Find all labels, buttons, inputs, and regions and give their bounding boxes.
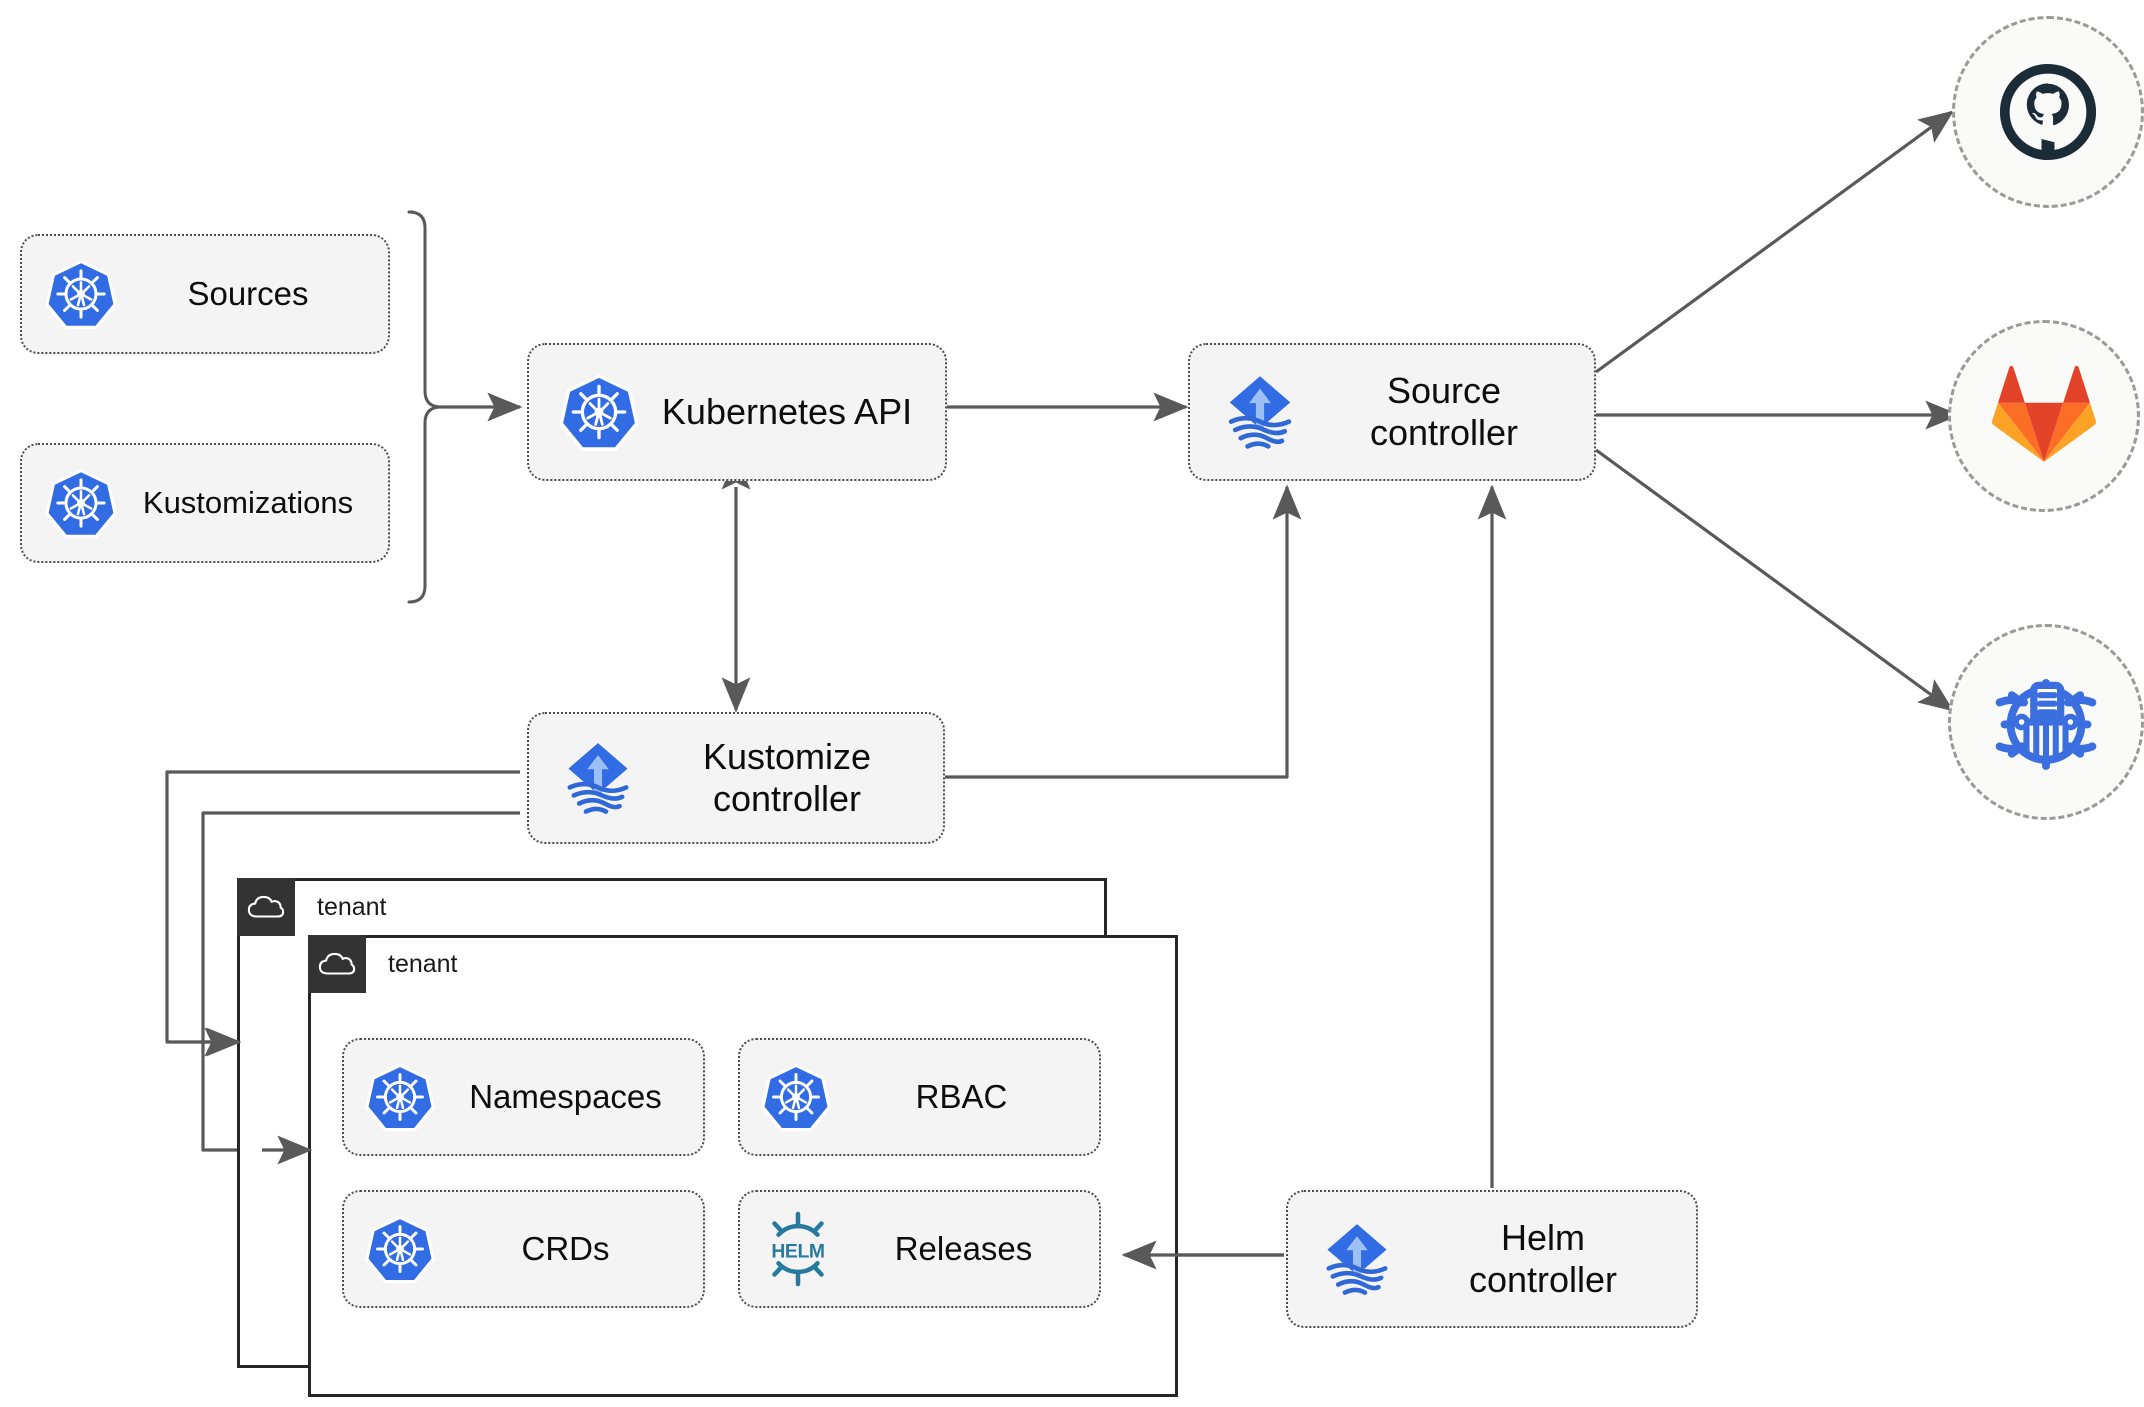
kubernetes-icon [358, 1061, 442, 1133]
edge-sourcectl-helm [1595, 448, 1955, 712]
tenant-container-front[interactable] [308, 935, 1178, 1397]
node-label: Sources [187, 274, 309, 312]
node-rbac[interactable]: RBAC [738, 1038, 1101, 1156]
svg-text:HELM: HELM [771, 1240, 824, 1262]
kubernetes-icon [38, 466, 124, 540]
node-label: Source controller [1369, 369, 1519, 453]
node-label: RBAC [915, 1077, 1008, 1115]
group-bracket [407, 210, 443, 604]
tenant-back-header: tenant [237, 878, 387, 936]
node-sources[interactable]: Sources [20, 234, 390, 354]
cloud-icon [237, 878, 295, 936]
flux-icon [1208, 368, 1312, 456]
node-kubernetes-api[interactable]: Kubernetes API [527, 343, 947, 481]
node-kustomize-controller[interactable]: Kustomize controller [527, 712, 945, 844]
kubernetes-icon [754, 1061, 838, 1133]
helm-icon: HELM [754, 1209, 842, 1289]
node-label: Namespaces [469, 1077, 662, 1115]
node-label: Releases [894, 1229, 1033, 1267]
node-namespaces[interactable]: Namespaces [342, 1038, 705, 1156]
gitlab-icon [1992, 366, 2096, 462]
kubernetes-icon [549, 371, 649, 453]
tenant-front-header: tenant [308, 935, 458, 993]
kubernetes-icon [38, 257, 124, 331]
node-crds[interactable]: CRDs [342, 1190, 705, 1308]
edge-kustomizectl-sourcectl [945, 484, 1302, 779]
tenant-label: tenant [317, 892, 387, 921]
node-label: Helm controller [1468, 1216, 1618, 1300]
node-kustomizations[interactable]: Kustomizations [20, 443, 390, 563]
node-label: Kubernetes API [661, 390, 913, 432]
node-source-controller[interactable]: Source controller [1188, 343, 1596, 481]
node-label: Kustomizations [142, 484, 354, 520]
provider-gitlab[interactable] [1948, 320, 2140, 512]
provider-helm[interactable] [1948, 624, 2144, 820]
node-releases[interactable]: HELM Releases [738, 1190, 1101, 1308]
node-label: CRDs [521, 1229, 610, 1267]
helm-chart-icon [1995, 678, 2097, 770]
node-helm-controller[interactable]: Helm controller [1286, 1190, 1698, 1328]
tenant-label: tenant [388, 949, 458, 978]
kubernetes-icon [358, 1213, 442, 1285]
node-label: Kustomize controller [702, 735, 872, 819]
edge-sourcectl-github [1595, 110, 1955, 374]
flux-icon [547, 735, 649, 821]
cloud-icon [308, 935, 366, 993]
github-icon [1999, 63, 2097, 161]
flux-icon [1306, 1216, 1408, 1302]
provider-github[interactable] [1952, 16, 2144, 208]
